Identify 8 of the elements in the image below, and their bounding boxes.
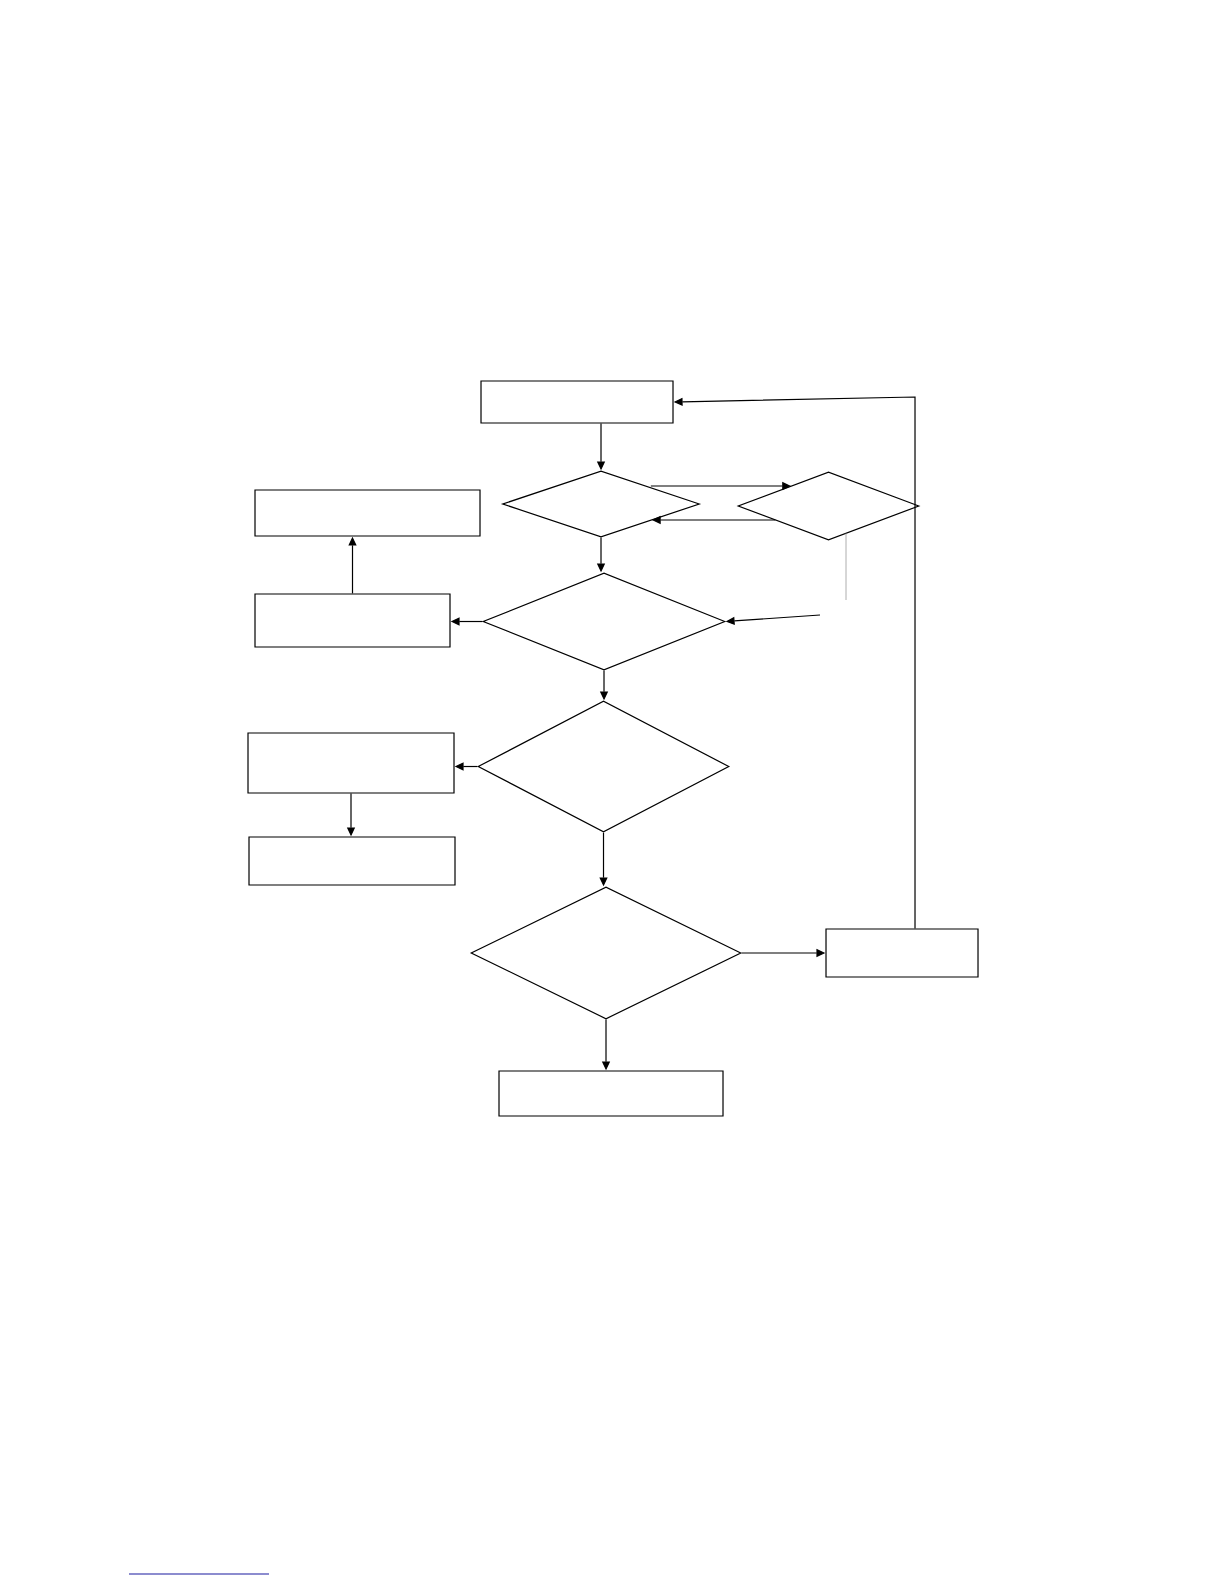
process-box: [498, 1070, 724, 1117]
process-box: [247, 732, 455, 794]
process-box: [480, 380, 674, 424]
process-box: [254, 593, 451, 648]
process-box: [254, 489, 481, 537]
connector-line: [845, 533, 847, 601]
process-box: [825, 928, 979, 978]
process-box: [248, 836, 456, 886]
